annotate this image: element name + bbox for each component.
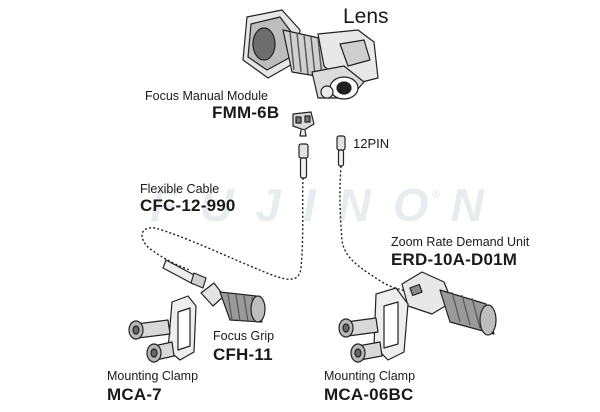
mounting-clamp-left-drawing — [128, 295, 197, 363]
focus-manual-module-model: FMM-6B — [212, 103, 280, 122]
flexible-cable-model: CFC-12-990 — [140, 196, 236, 215]
focus-manual-module-caption: Focus Manual Module — [145, 89, 268, 103]
zoom-rate-demand-unit-model: ERD-10A-D01M — [391, 250, 518, 269]
mounting-clamp-right-caption: Mounting Clamp — [324, 369, 416, 383]
focus-manual-module-drawing — [292, 111, 315, 137]
flexible-cable-caption: Flexible Cable — [140, 182, 220, 196]
focus-cable-plug — [298, 143, 309, 179]
twelve-pin-plug — [336, 135, 346, 167]
lens-drawing — [242, 9, 379, 100]
watermark-text: FUJINON — [150, 179, 506, 231]
zoom-rate-demand-unit-drawing — [401, 271, 497, 336]
mounting-clamp-right-model: MCA-06BC — [324, 385, 414, 404]
watermark-registered-mark: ® — [432, 189, 441, 201]
twelve-pin-label: 12PIN — [353, 136, 390, 151]
lens-title: Lens — [343, 5, 389, 28]
flexible-cable-end — [162, 259, 207, 289]
mounting-clamp-right-drawing — [338, 287, 409, 363]
focus-grip-model: CFH-11 — [213, 345, 273, 364]
mounting-clamp-left-model: MCA-7 — [107, 385, 162, 404]
focus-grip-caption: Focus Grip — [213, 329, 275, 343]
zoom-cable-line — [339, 165, 411, 293]
zoom-rate-demand-unit-caption: Zoom Rate Demand Unit — [391, 235, 530, 249]
flexible-cable-line — [141, 177, 304, 280]
focus-grip-drawing — [200, 282, 266, 323]
mounting-clamp-left-caption: Mounting Clamp — [107, 369, 199, 383]
